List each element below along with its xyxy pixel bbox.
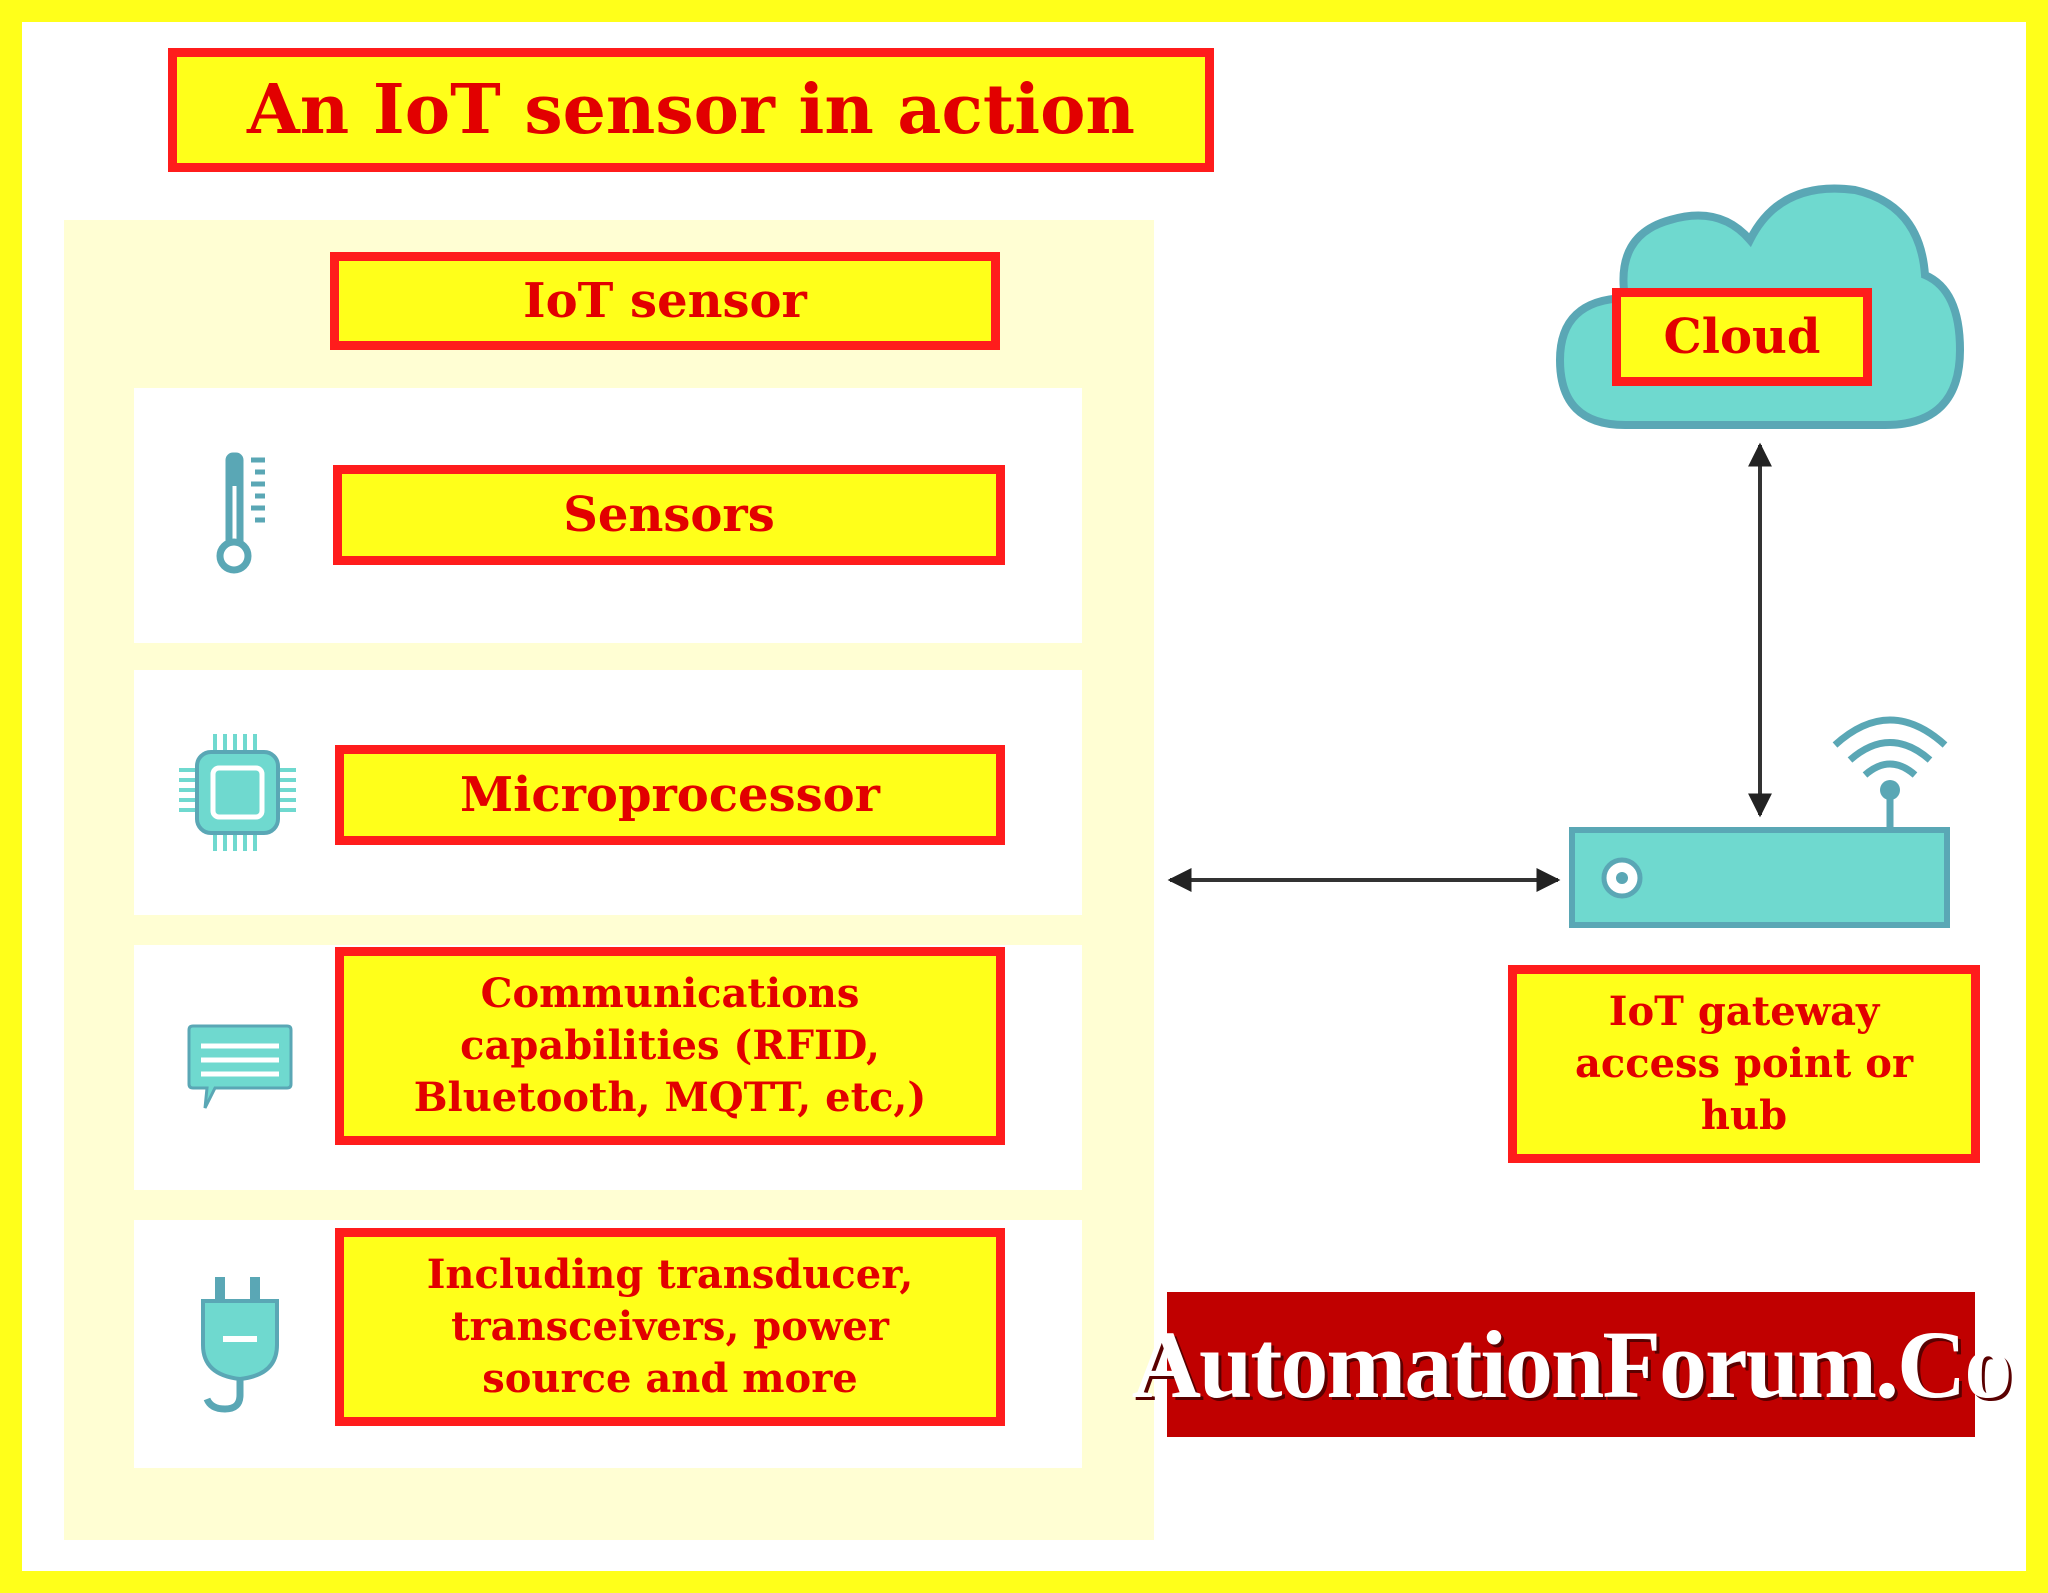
communications-label-text: Communications capabilities (RFID, Bluet…: [413, 970, 927, 1121]
sensors-label: Sensors: [333, 465, 1005, 565]
microprocessor-label-text: Microprocessor: [460, 766, 880, 823]
cloud-label-text: Cloud: [1663, 308, 1821, 365]
power-label-text: Including transducer, transceivers, powe…: [426, 1251, 914, 1402]
iot-sensor-heading-text: IoT sensor: [523, 272, 807, 329]
microprocessor-label: Microprocessor: [335, 745, 1005, 845]
thermometer-icon: [216, 452, 265, 574]
diagram-title-text: An IoT sensor in action: [247, 69, 1135, 150]
plug-icon: [201, 1277, 279, 1413]
chat-bubble-icon: [187, 1024, 293, 1109]
cloud-label: Cloud: [1612, 288, 1872, 386]
diagram-title: An IoT sensor in action: [168, 48, 1214, 172]
router-icon: [1569, 716, 1950, 928]
iot-sensor-heading: IoT sensor: [330, 252, 1000, 350]
power-label: Including transducer, transceivers, powe…: [335, 1228, 1005, 1426]
gateway-label: IoT gateway access point or hub: [1508, 965, 1980, 1163]
automationforum-logo-text: AutomationForum.Co: [1131, 1311, 2013, 1418]
communications-label: Communications capabilities (RFID, Bluet…: [335, 947, 1005, 1145]
chip-icon: [179, 734, 296, 851]
gateway-label-text: IoT gateway access point or hub: [1574, 988, 1914, 1139]
automationforum-logo: AutomationForum.Co: [1132, 1292, 2012, 1437]
sensors-label-text: Sensors: [563, 486, 775, 543]
